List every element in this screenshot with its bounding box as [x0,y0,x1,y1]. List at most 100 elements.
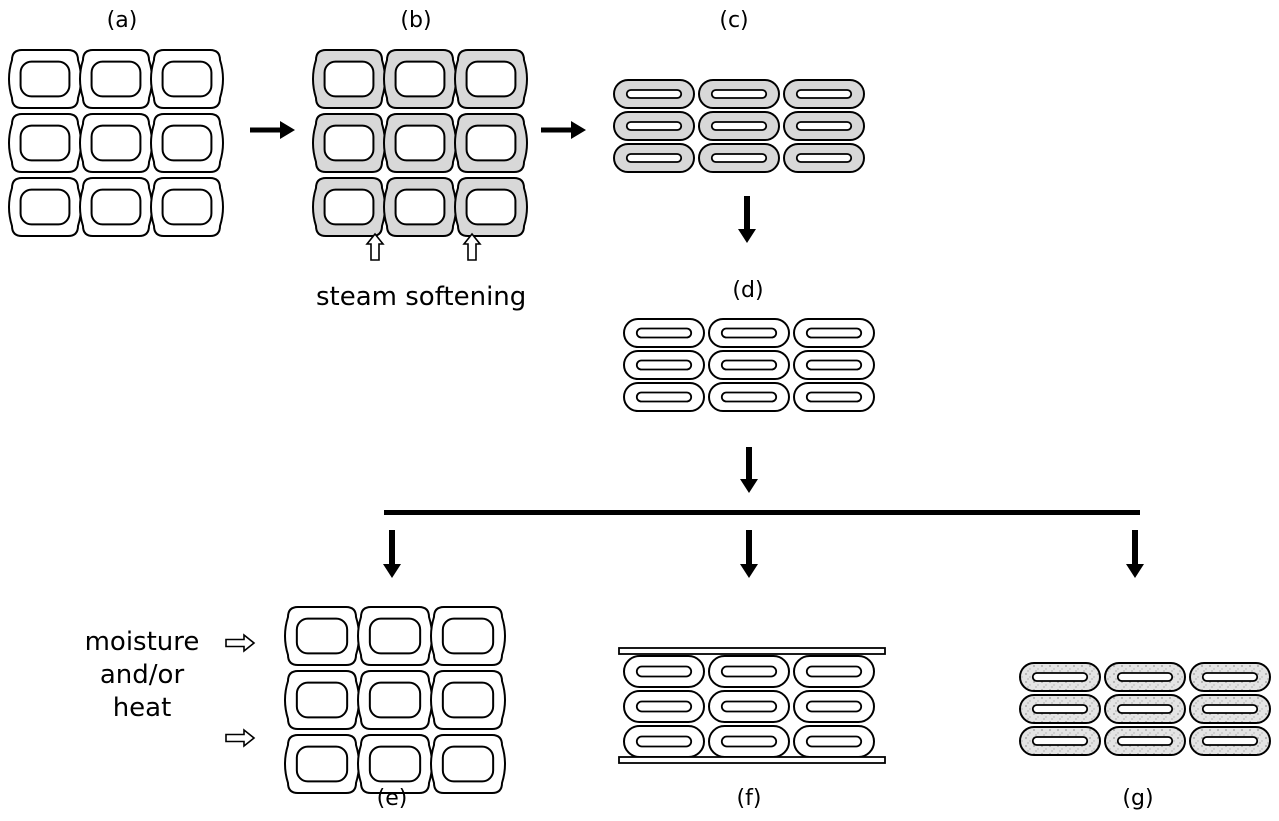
cell [357,734,433,794]
cell [613,79,695,109]
cell [1189,694,1271,724]
cell [708,655,790,688]
cell-lumen [295,681,349,719]
cell [708,382,790,412]
cell-grid-e [284,606,506,794]
panel-label-e: (e) [376,786,408,811]
cell [430,606,506,666]
cell [698,143,780,173]
cell [150,113,224,173]
cell [1104,694,1186,724]
cell [357,670,433,730]
arrow-b-to-c [541,121,586,139]
cell-lumen [161,60,213,98]
arrow-to-e [383,530,401,578]
panel-label-b: (b) [400,8,432,33]
cell [454,177,528,237]
moisture-arrow-top [225,633,256,653]
cell-lumen [368,681,422,719]
panel-label-d: (d) [732,278,764,303]
cell [150,177,224,237]
cell [623,382,705,412]
cell-lumen [720,391,778,403]
cell [430,670,506,730]
cell-lumen [465,124,517,162]
cell [284,606,360,666]
panel-label-f: (f) [736,786,762,811]
panel-label-c: (c) [719,8,749,33]
cell-lumen [394,60,446,98]
cell [383,113,457,173]
cell-lumen [805,700,863,713]
cell-lumen [19,124,71,162]
cell [284,670,360,730]
cell-lumen [19,188,71,226]
cell-lumen [465,188,517,226]
steam-softening-label: steam softening [316,282,527,312]
cell [454,49,528,109]
moisture-label-line3: heat [112,693,172,723]
cell-lumen [805,359,863,371]
cell-lumen [1031,736,1089,746]
cell-lumen [323,124,375,162]
cell [783,111,865,141]
cell [357,606,433,666]
cell [793,350,875,380]
arrow-to-g [1126,530,1144,578]
cell-grid-c [613,79,865,173]
cell [708,350,790,380]
cell-lumen [720,359,778,371]
cell-lumen [1116,704,1174,714]
moisture-label-line2: and/or [99,660,185,690]
cell-lumen [635,665,693,678]
cell-grid-a [8,49,224,237]
cell-lumen [90,188,142,226]
cell-lumen [805,665,863,678]
branch-bar [384,510,1140,515]
cell-lumen [720,665,778,678]
cell-lumen [465,60,517,98]
cell-lumen [710,153,768,163]
steam-arrow-right [462,232,482,261]
press-plate-top [618,647,886,655]
cell [613,111,695,141]
cell [79,49,153,109]
cell-lumen [19,60,71,98]
moisture-arrow-bottom [225,728,256,748]
cell-lumen [161,124,213,162]
cell [698,111,780,141]
cell-lumen [635,327,693,339]
cell-lumen [635,700,693,713]
cell [698,79,780,109]
cell [8,49,82,109]
cell [623,725,705,758]
arrow-d-to-branch [740,447,758,493]
panel-label-a: (a) [106,8,138,33]
cell-lumen [795,153,853,163]
cell-lumen [1031,704,1089,714]
cell [312,177,386,237]
cell [383,49,457,109]
cell-lumen [635,391,693,403]
cell [708,318,790,348]
cell-lumen [720,700,778,713]
cell-lumen [295,745,349,783]
cell-lumen [625,121,683,131]
cell [793,690,875,723]
cell [1189,662,1271,692]
cell-lumen [625,89,683,99]
cell-grid-d [623,318,875,412]
cell [708,690,790,723]
cell [1189,726,1271,756]
cell-lumen [1201,672,1259,682]
cell [783,143,865,173]
cell [623,318,705,348]
cell [383,177,457,237]
cell [1019,662,1101,692]
cell [1104,662,1186,692]
cell-grid-b [312,49,528,237]
arrow-to-f [740,530,758,578]
cell [8,177,82,237]
cell-lumen [795,89,853,99]
